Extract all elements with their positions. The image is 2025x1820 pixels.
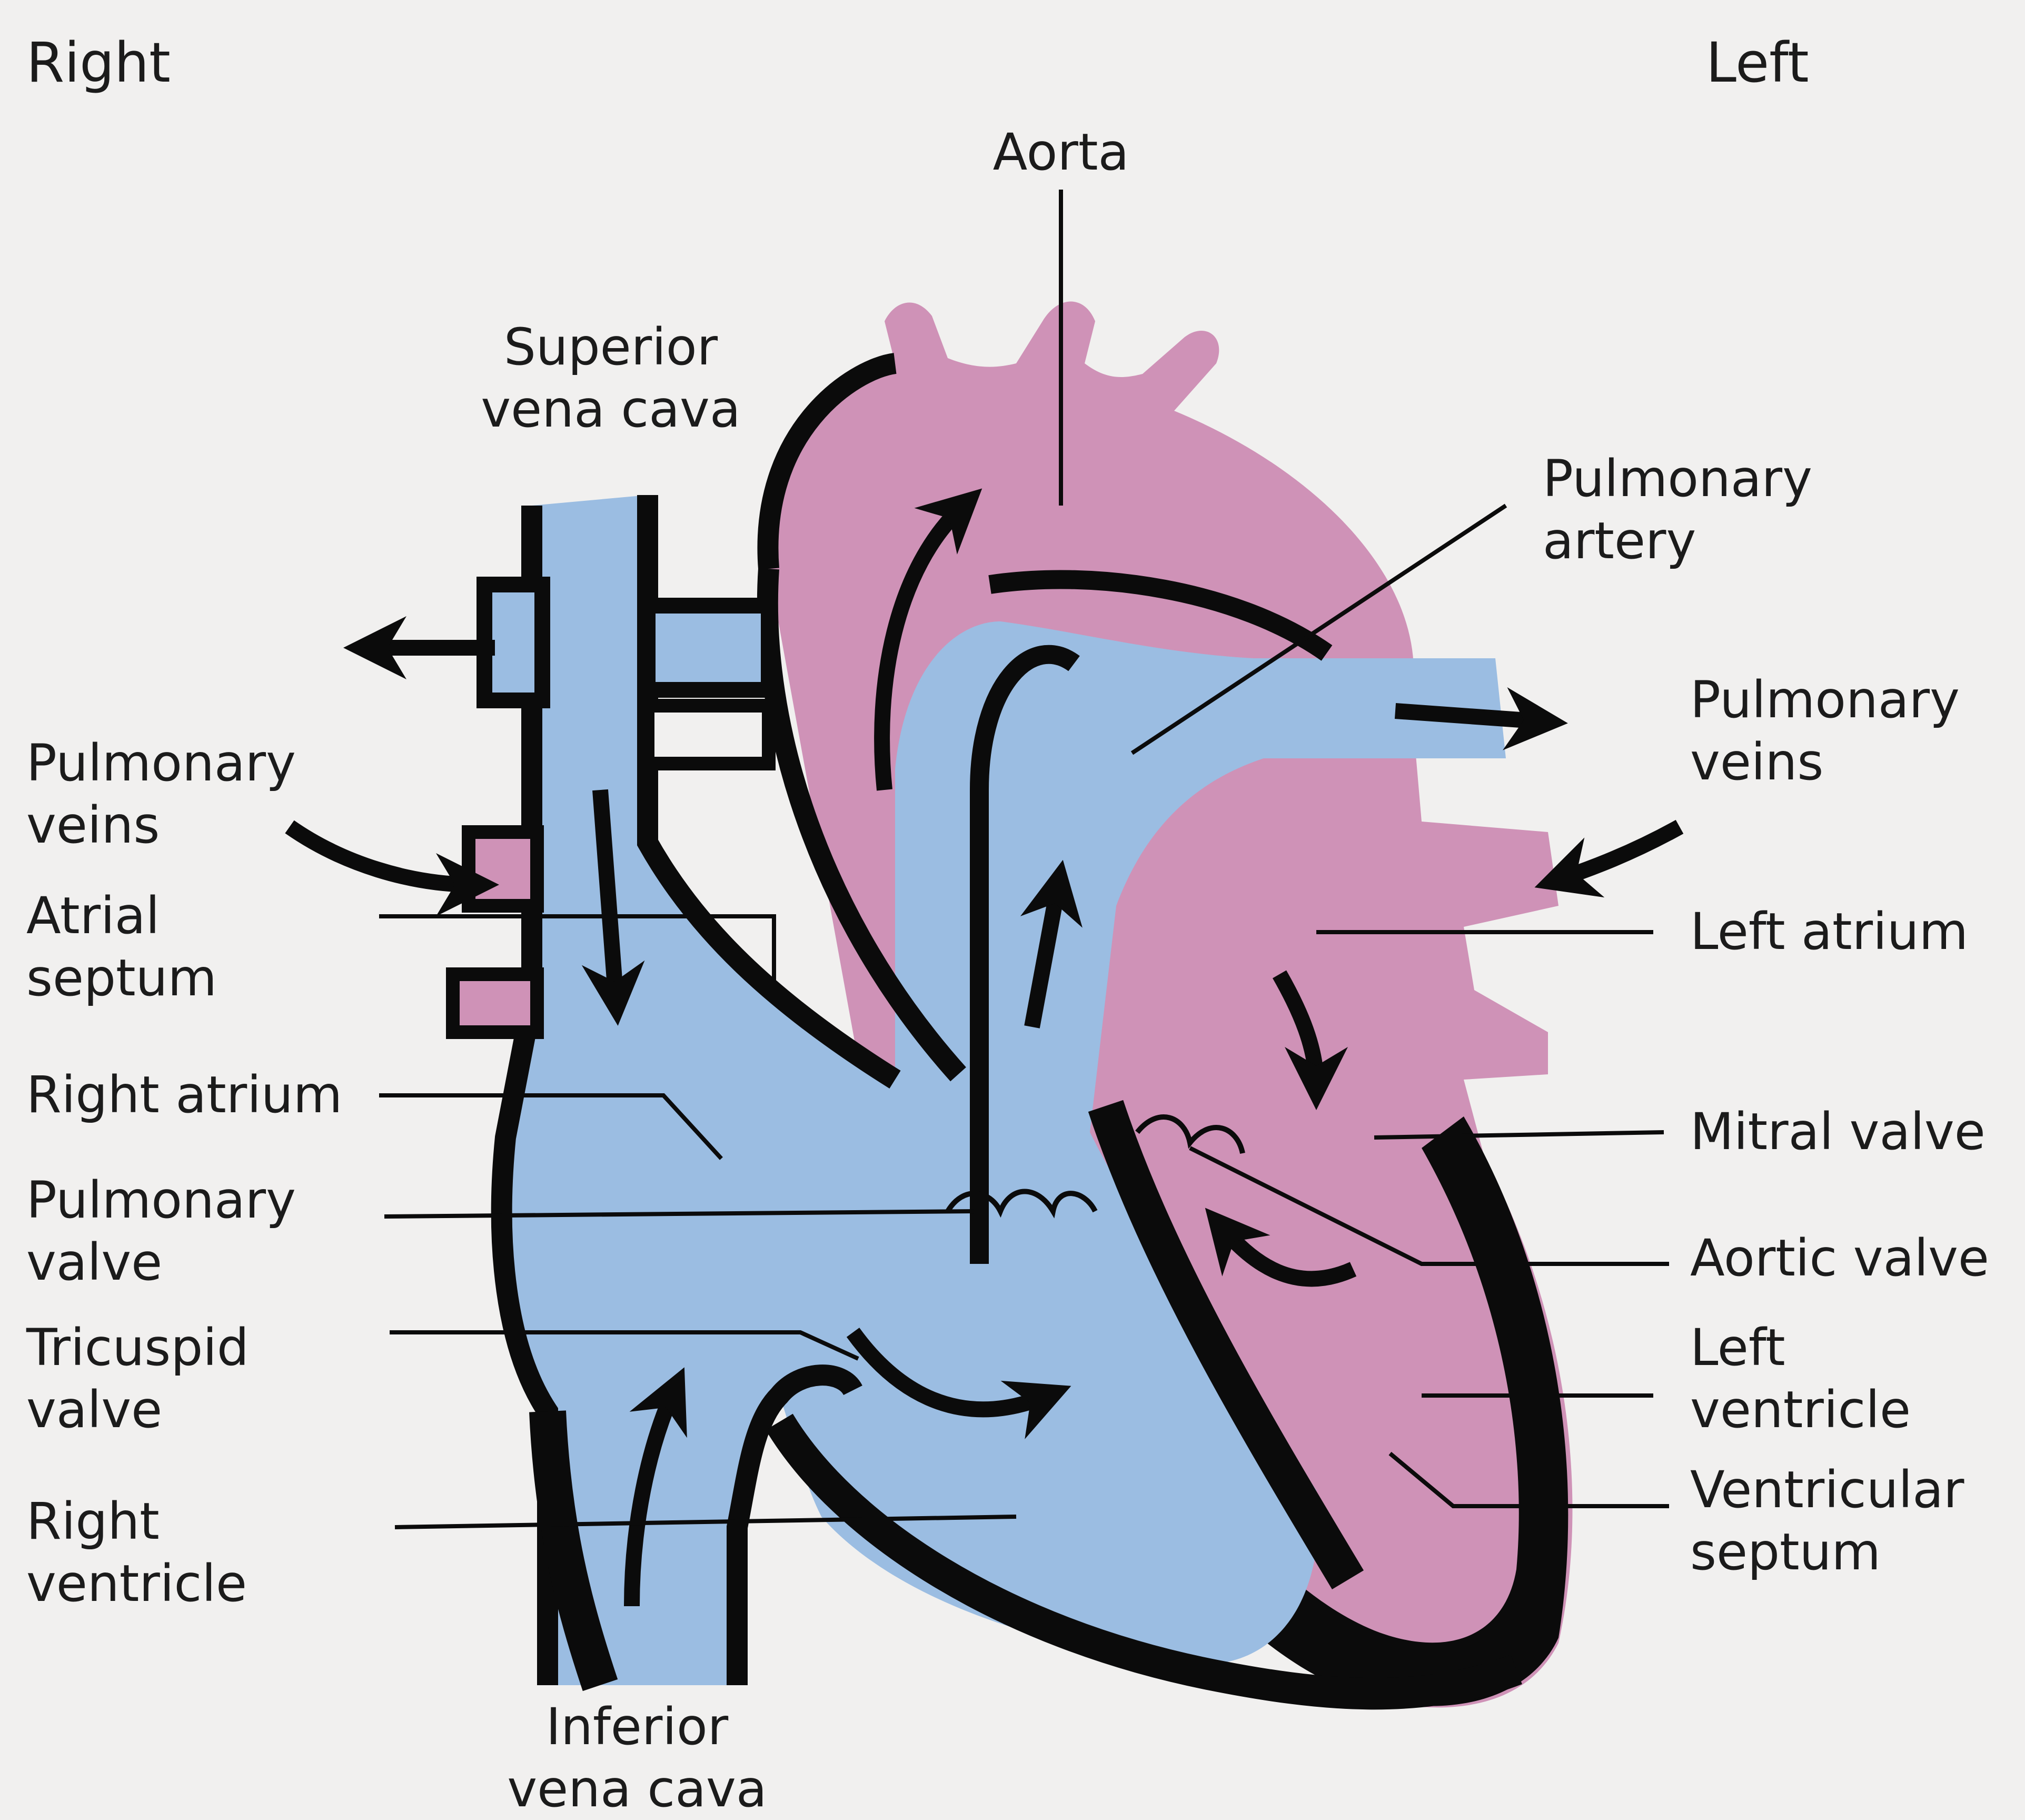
label-superior-vena-cava: Superior vena cava	[474, 316, 748, 440]
flow-arrow-pv-right	[1395, 711, 1543, 721]
label-ventricular-septum: Ventricular septum	[1690, 1459, 1964, 1583]
label-pulmonary-veins-right: Pulmonary veins	[26, 732, 296, 856]
label-right-ventricle: Right ventricle	[26, 1490, 247, 1615]
label-inferior-vena-cava: Inferior vena cava	[505, 1696, 769, 1820]
flow-arrow-pv-left	[1559, 827, 1680, 879]
right-pulmonary-vein-lower	[469, 832, 537, 906]
label-left-atrium: Left atrium	[1690, 901, 1968, 963]
pulmonary-artery-branch	[648, 606, 769, 690]
orientation-right: Right	[26, 32, 171, 94]
label-pulmonary-valve: Pulmonary valve	[26, 1169, 296, 1293]
pulmonary-artery-branch-lower	[648, 706, 769, 764]
label-right-atrium: Right atrium	[26, 1064, 342, 1126]
label-atrial-septum: Atrial septum	[26, 885, 217, 1009]
label-aortic-valve: Aortic valve	[1690, 1227, 1989, 1289]
label-tricuspid-valve: Tricuspid valve	[26, 1317, 249, 1441]
label-aorta: Aorta	[990, 121, 1132, 183]
orientation-left: Left	[1706, 32, 1809, 94]
label-pulmonary-veins-left: Pulmonary veins	[1690, 669, 1960, 793]
label-pulmonary-artery: Pulmonary artery	[1543, 448, 1812, 572]
label-left-ventricle: Left ventricle	[1690, 1317, 1911, 1441]
right-pulmonary-vein-lower2	[453, 974, 537, 1032]
label-mitral-valve: Mitral valve	[1690, 1101, 1986, 1163]
flow-arrow-pv-in	[290, 827, 474, 885]
